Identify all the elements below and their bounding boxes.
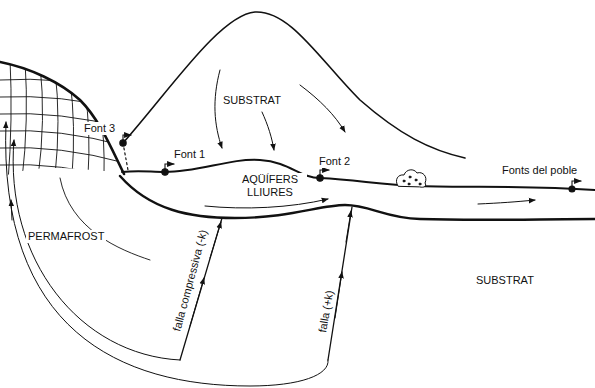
fault-line bbox=[328, 207, 352, 360]
flow-arrow bbox=[300, 85, 345, 132]
region-label: SUBSTRAT bbox=[474, 274, 536, 287]
region-label: PERMAFROST bbox=[26, 230, 106, 243]
aquifer-bottom bbox=[120, 176, 595, 220]
dotted-path bbox=[123, 143, 128, 170]
deep-flow bbox=[13, 140, 180, 360]
flow-arrow bbox=[210, 222, 221, 258]
permafrost-grid bbox=[0, 58, 125, 182]
flow-arrow bbox=[262, 112, 274, 150]
flow-arrow bbox=[205, 199, 328, 208]
region-label: SUBSTRAT bbox=[221, 94, 283, 107]
fault-label: falla compressiva (-k) bbox=[170, 226, 211, 334]
shrub bbox=[396, 170, 426, 187]
flow-arrow bbox=[215, 70, 222, 148]
flow-arrow bbox=[11, 200, 12, 220]
flow-arrow bbox=[346, 211, 351, 242]
flow-arrow bbox=[478, 200, 535, 204]
spring-label: Font 1 bbox=[172, 148, 207, 161]
spring-label: Font 3 bbox=[82, 122, 117, 135]
spring-label: Fonts del poble bbox=[500, 164, 579, 177]
flow-arrow bbox=[335, 272, 342, 318]
spring-symbol bbox=[120, 135, 581, 192]
spring-label: Font 2 bbox=[317, 155, 352, 168]
permafrost-boundary bbox=[0, 62, 124, 174]
deep-flow bbox=[60, 178, 150, 260]
deep-flow bbox=[6, 122, 328, 386]
mountain-outline bbox=[123, 12, 465, 158]
aquifer-label: AQÜÍFERS LLIURES bbox=[233, 173, 307, 199]
aquifer-top bbox=[122, 160, 595, 190]
